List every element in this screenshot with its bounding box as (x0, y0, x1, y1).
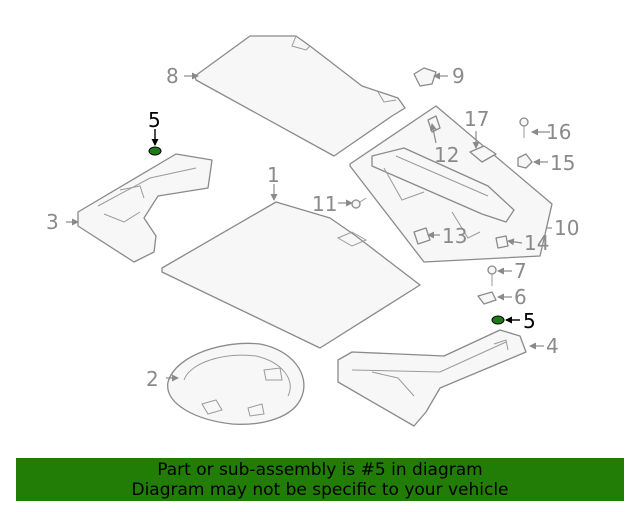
part-8-cargo-cover (194, 35, 406, 157)
callout-11: 11 (312, 192, 337, 216)
callout-lines (66, 72, 552, 382)
banner-line-1: Part or sub-assembly is #5 in diagram (157, 460, 483, 480)
part-10-sill-trim (349, 105, 553, 263)
callout-4: 4 (546, 334, 559, 358)
part-5-fastener-right (491, 315, 505, 325)
callout-13: 13 (442, 224, 467, 248)
callout-1: 1 (267, 163, 280, 187)
part-6-bracket (477, 291, 497, 305)
part-15-nut (517, 153, 533, 169)
part-1-floor-panel (161, 201, 421, 349)
part-11-screw (351, 197, 367, 209)
part-7-bolt (487, 265, 497, 286)
part-3-left-tray (77, 153, 213, 263)
callout-7: 7 (514, 259, 527, 283)
callout-2: 2 (146, 367, 159, 391)
callout-17: 17 (464, 107, 489, 131)
part-14-clip (495, 235, 509, 249)
callout-5-left: 5 (148, 108, 161, 132)
callout-16: 16 (546, 120, 571, 144)
banner-line-2: Diagram may not be specific to your vehi… (131, 480, 509, 500)
callout-3: 3 (46, 210, 59, 234)
part-5-fastener-left (148, 146, 162, 156)
callout-5-right: 5 (523, 309, 536, 333)
part-9-clip (413, 67, 437, 87)
part-16-bolt (519, 117, 529, 138)
callout-15: 15 (550, 151, 575, 175)
callout-6: 6 (514, 285, 527, 309)
info-banner: Part or sub-assembly is #5 in diagram Di… (16, 458, 624, 501)
callout-10: 10 (554, 216, 579, 240)
part-2-wheel-cover (167, 342, 305, 425)
callout-9: 9 (452, 64, 465, 88)
part-13-clip (413, 227, 431, 245)
part-4-right-tray (337, 329, 527, 427)
callout-14: 14 (524, 231, 549, 255)
callout-12: 12 (434, 143, 459, 167)
callout-8: 8 (166, 64, 179, 88)
